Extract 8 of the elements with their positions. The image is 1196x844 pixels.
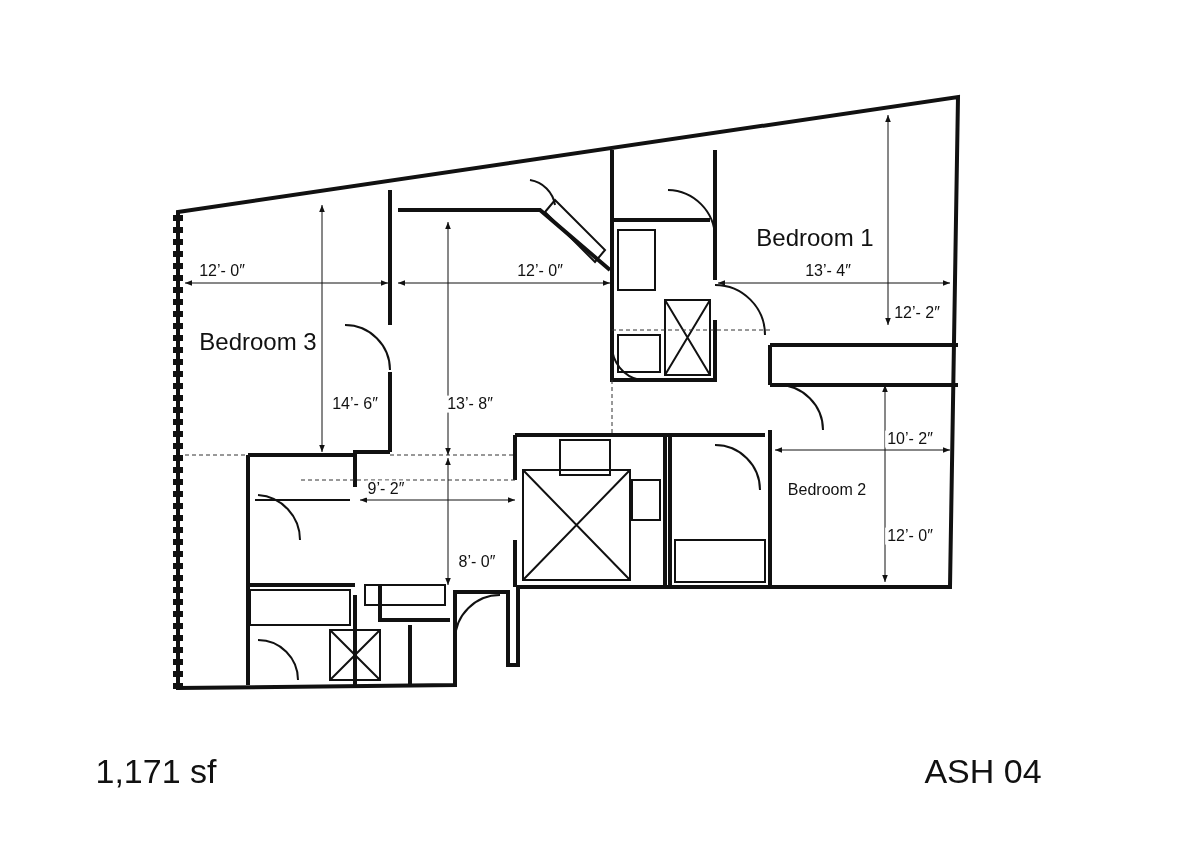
dimension-label: 10’- 2″ [885,430,935,448]
dimension-label: 12’- 0″ [885,527,935,545]
area-label: 1,171 sf [95,754,217,790]
room-label: Bedroom 2 [787,481,867,499]
unit-label: ASH 04 [924,754,1042,790]
room-label: Bedroom 1 [756,225,874,251]
room-label: Bedroom 3 [198,329,318,355]
dimension-label: 13’- 8″ [445,395,495,413]
